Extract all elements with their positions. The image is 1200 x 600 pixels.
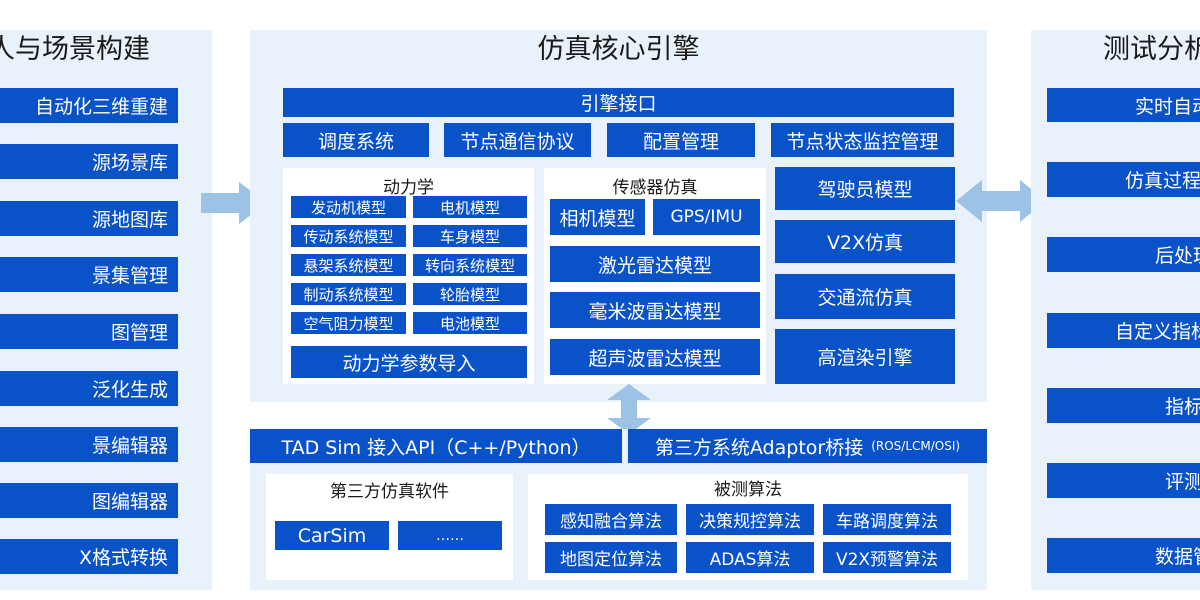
configuration-management[interactable]: 配置管理 bbox=[607, 123, 755, 157]
right-item[interactable]: 指标 bbox=[1047, 388, 1200, 423]
right-item[interactable]: 实时自动 bbox=[1047, 88, 1200, 122]
dynamics-parameter-import[interactable]: 动力学参数导入 bbox=[291, 346, 527, 378]
node-status-monitoring[interactable]: 节点状态监控管理 bbox=[771, 123, 954, 157]
left-item[interactable]: 图编辑器 bbox=[0, 483, 178, 518]
traffic-flow-simulation[interactable]: 交通流仿真 bbox=[775, 274, 955, 319]
scene-building-panel: 人与场景构建 自动化三维重建 源场景库 源地图库 景集管理 图管理 泛化生成 景… bbox=[0, 30, 212, 590]
left-item[interactable]: 自动化三维重建 bbox=[0, 88, 178, 123]
algorithm-item[interactable]: 地图定位算法 bbox=[545, 542, 677, 573]
right-item[interactable]: 评测 bbox=[1047, 463, 1200, 498]
adaptor-note: (ROS/LCM/OSI) bbox=[871, 439, 961, 453]
dynamics-model[interactable]: 制动系统模型 bbox=[291, 283, 406, 305]
left-item[interactable]: 泛化生成 bbox=[0, 371, 178, 406]
dynamics-model[interactable]: 空气阻力模型 bbox=[291, 312, 406, 334]
dynamics-model[interactable]: 车身模型 bbox=[413, 225, 527, 247]
dynamics-model[interactable]: 悬架系统模型 bbox=[291, 254, 406, 276]
sensor-simulation-title: 传感器仿真 bbox=[612, 178, 698, 198]
mmwave-radar-model[interactable]: 毫米波雷达模型 bbox=[550, 292, 760, 328]
engine-panel-title: 仿真核心引擎 bbox=[537, 34, 700, 65]
test-analysis-title: 测试分析 bbox=[1103, 34, 1200, 65]
dynamics-model[interactable]: 电池模型 bbox=[413, 312, 527, 334]
algorithm-item[interactable]: 车路调度算法 bbox=[823, 504, 951, 535]
adaptor-label: 第三方系统Adaptor桥接 bbox=[654, 436, 864, 459]
bidirectional-arrow-horizontal bbox=[956, 180, 1046, 222]
dynamics-title: 动力学 bbox=[383, 178, 434, 198]
dynamics-model[interactable]: 轮胎模型 bbox=[413, 283, 527, 305]
left-item[interactable]: 景集管理 bbox=[0, 257, 178, 292]
third-party-software-title: 第三方仿真软件 bbox=[330, 482, 449, 502]
more-software-item[interactable]: …… bbox=[398, 521, 502, 550]
ultrasonic-radar-model[interactable]: 超声波雷达模型 bbox=[550, 339, 760, 375]
left-item[interactable]: 景编辑器 bbox=[0, 427, 178, 462]
algorithm-item[interactable]: ADAS算法 bbox=[686, 542, 814, 573]
lidar-model[interactable]: 激光雷达模型 bbox=[550, 246, 760, 282]
algorithm-item[interactable]: 决策规控算法 bbox=[686, 504, 814, 535]
dynamics-model[interactable]: 转向系统模型 bbox=[413, 254, 527, 276]
algorithms-under-test-title: 被测算法 bbox=[714, 480, 782, 500]
algorithm-item[interactable]: V2X预警算法 bbox=[823, 542, 951, 573]
third-party-adaptor[interactable]: 第三方系统Adaptor桥接 (ROS/LCM/OSI) bbox=[628, 429, 987, 463]
dynamics-model[interactable]: 发动机模型 bbox=[291, 196, 406, 218]
driver-model[interactable]: 驾驶员模型 bbox=[775, 167, 955, 210]
right-item[interactable]: 数据管 bbox=[1047, 538, 1200, 573]
dynamics-model[interactable]: 电机模型 bbox=[413, 196, 527, 218]
left-item[interactable]: 源场景库 bbox=[0, 144, 178, 179]
tad-sim-api[interactable]: TAD Sim 接入API（C++/Python） bbox=[250, 429, 622, 463]
bidirectional-arrow-vertical bbox=[607, 384, 651, 434]
carsim-item[interactable]: CarSim bbox=[275, 521, 389, 550]
high-render-engine[interactable]: 高渲染引擎 bbox=[775, 329, 955, 384]
right-item[interactable]: 仿真过程 bbox=[1047, 162, 1200, 197]
scheduling-system[interactable]: 调度系统 bbox=[283, 123, 429, 157]
camera-model[interactable]: 相机模型 bbox=[550, 199, 645, 235]
engine-interface[interactable]: 引擎接口 bbox=[283, 88, 954, 117]
node-communication-protocol[interactable]: 节点通信协议 bbox=[444, 123, 591, 157]
left-item[interactable]: X格式转换 bbox=[0, 539, 178, 574]
right-item[interactable]: 后处理 bbox=[1047, 237, 1200, 272]
algorithm-item[interactable]: 感知融合算法 bbox=[545, 504, 677, 535]
left-item[interactable]: 源地图库 bbox=[0, 201, 178, 236]
gps-imu-model[interactable]: GPS/IMU bbox=[653, 199, 760, 235]
v2x-simulation[interactable]: V2X仿真 bbox=[775, 220, 955, 263]
scene-building-title: 人与场景构建 bbox=[0, 34, 150, 65]
left-item[interactable]: 图管理 bbox=[0, 314, 178, 349]
right-item[interactable]: 自定义指标 bbox=[1047, 313, 1200, 348]
dynamics-model[interactable]: 传动系统模型 bbox=[291, 225, 406, 247]
